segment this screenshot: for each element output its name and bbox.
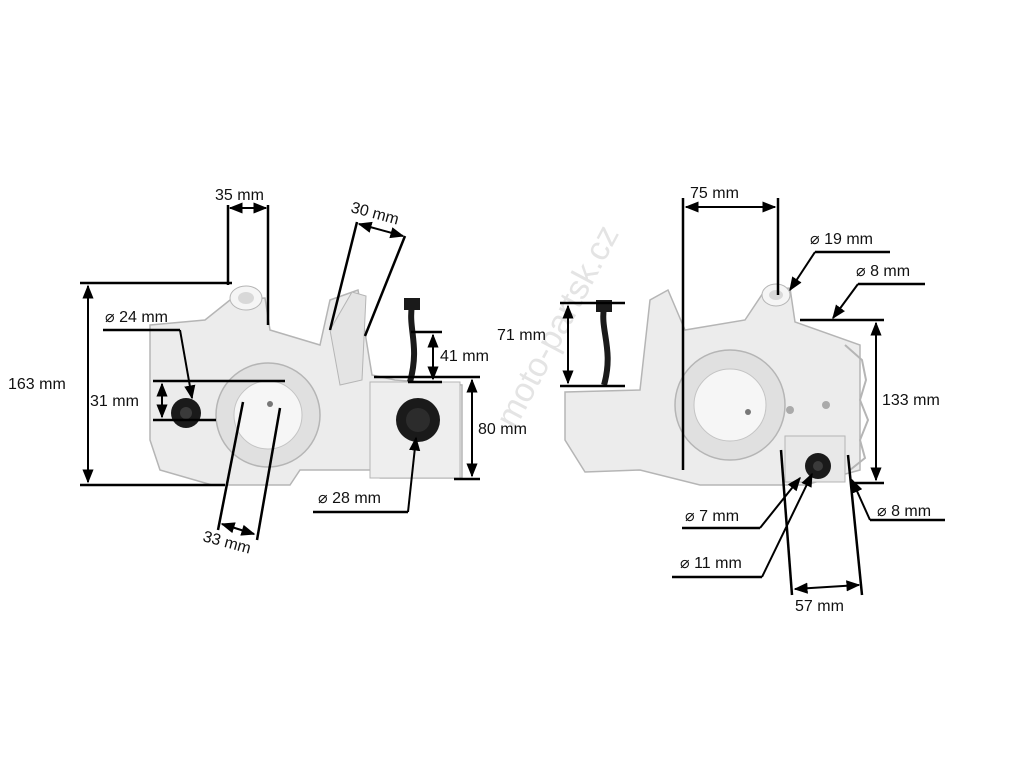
dim-71mm-label: 71 mm	[497, 327, 546, 344]
left-dimension-labels: 35 mm 30 mm ⌀ 24 mm 163 mm 31 mm 41 mm 8…	[8, 187, 527, 558]
dim-80mm-label: 80 mm	[478, 421, 527, 438]
left-dimension-lines	[80, 202, 480, 541]
dim-41mm-label: 41 mm	[440, 348, 489, 365]
dim-diameter-7mm-label: ⌀ 7 mm	[685, 508, 739, 525]
dim-diameter-24mm-label: ⌀ 24 mm	[105, 309, 168, 326]
dim-diameter-19mm-label: ⌀ 19 mm	[810, 231, 873, 248]
left-crankcase-drawing	[149, 285, 463, 486]
dim-31mm-label: 31 mm	[90, 393, 139, 410]
dim-133mm-label: 133 mm	[882, 392, 940, 409]
dim-163mm-label: 163 mm	[8, 376, 66, 393]
dim-75mm-label: 75 mm	[690, 185, 739, 202]
dim-diameter-28mm-label: ⌀ 28 mm	[318, 490, 381, 507]
dim-35mm-label: 35 mm	[215, 187, 264, 204]
right-dimension-lines	[560, 198, 945, 596]
right-dimension-labels: 75 mm ⌀ 19 mm ⌀ 8 mm 71 mm 133 mm ⌀ 7 mm…	[497, 185, 940, 615]
dim-33mm-label: 33 mm	[201, 528, 253, 557]
dim-diameter-11mm-label: ⌀ 11 mm	[680, 555, 742, 572]
right-crankcase-drawing	[564, 283, 870, 486]
dim-diameter-8mm-bottom-label: ⌀ 8 mm	[877, 503, 931, 520]
dim-57mm-label: 57 mm	[795, 598, 844, 615]
dim-diameter-8mm-top-label: ⌀ 8 mm	[856, 263, 910, 280]
